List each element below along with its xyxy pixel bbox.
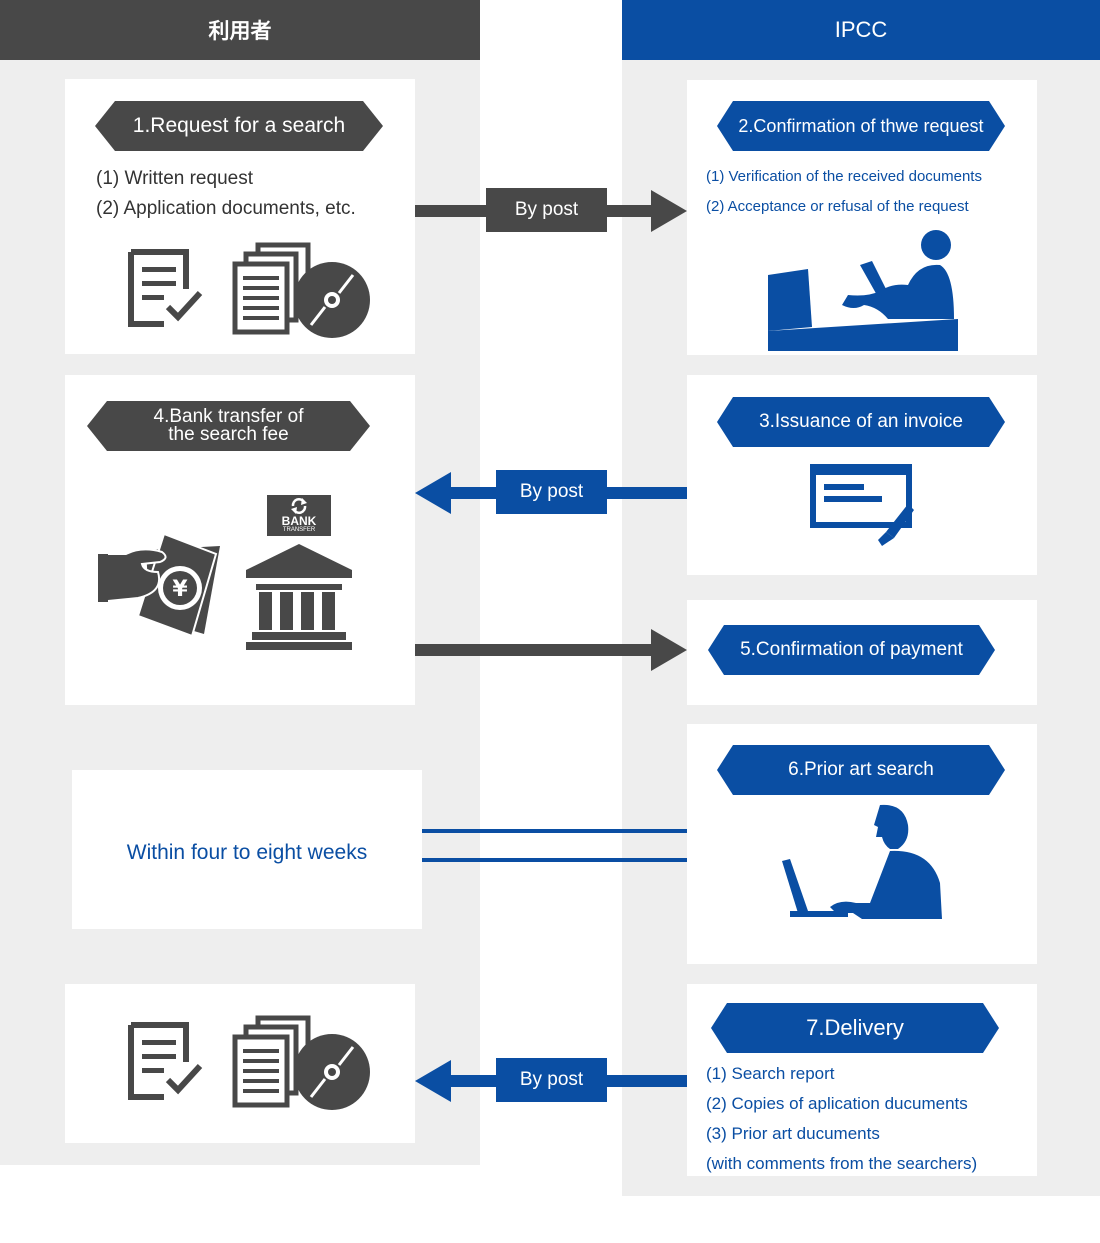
office-worker-icon: [768, 230, 958, 351]
by-post-label-3: By post: [496, 1058, 607, 1102]
disc-icon: [294, 1034, 370, 1110]
step5-title: 5.Confirmation of payment: [708, 625, 995, 675]
step3-title: 3.Issuance of an invoice: [717, 397, 1005, 447]
bank-building-icon: [246, 544, 352, 650]
document-stack-icon: [232, 1015, 311, 1108]
yen-symbol: ¥: [172, 577, 188, 602]
duration-line-top: [422, 829, 687, 833]
user-column-header: 利用者: [0, 0, 480, 60]
bank-transfer-sign: [267, 495, 331, 536]
bank-sign-text-1: BANK: [281, 514, 317, 528]
step7-item-1: (1) Search report: [706, 1064, 835, 1083]
step1-item-2: (2) Application documents, etc.: [96, 198, 356, 219]
step7-item-4: (with comments from the searchers): [706, 1154, 978, 1173]
duration-box: [72, 770, 422, 929]
by-post-label-2: By post: [496, 470, 607, 514]
step2-title: 2.Confirmation of thwe request: [717, 101, 1005, 151]
step7-item-2: (2) Copies of aplication ducuments: [706, 1094, 968, 1113]
step4-title-line1: 4.Bank transfer of: [153, 406, 304, 427]
step7-title: 7.Delivery: [711, 1003, 999, 1053]
by-post-label-1: By post: [486, 188, 607, 232]
checklist-document-icon: [128, 249, 203, 327]
step6-title: 6.Prior art search: [717, 745, 1005, 795]
duration-text: Within four to eight weeks: [126, 841, 368, 864]
searcher-laptop-icon: [782, 804, 942, 919]
step4-title-line2: the search fee: [168, 424, 289, 445]
disc-icon: [294, 262, 370, 338]
step1-title: 1.Request for a search: [95, 101, 383, 151]
bank-sign-text-2: TRANSFER: [282, 527, 316, 533]
invoice-pen-icon: [810, 464, 914, 546]
duration-line-bottom: [422, 858, 687, 862]
step7-item-3: (3) Prior art ducuments: [706, 1124, 880, 1143]
payment-arrow-right: [415, 629, 687, 671]
yen-payment-icon: ¥: [97, 532, 220, 638]
step2-item-2: (2) Acceptance or refusal of the request: [706, 198, 969, 215]
checklist-document-icon: [128, 1022, 203, 1100]
ipcc-column-header: IPCC: [622, 0, 1100, 60]
step2-item-1: (1) Verification of the received documen…: [706, 168, 982, 185]
step1-item-1: (1) Written request: [96, 168, 253, 189]
step4-title: 4.Bank transfer of the search fee: [87, 401, 370, 451]
transfer-arrows-icon: [291, 498, 307, 514]
